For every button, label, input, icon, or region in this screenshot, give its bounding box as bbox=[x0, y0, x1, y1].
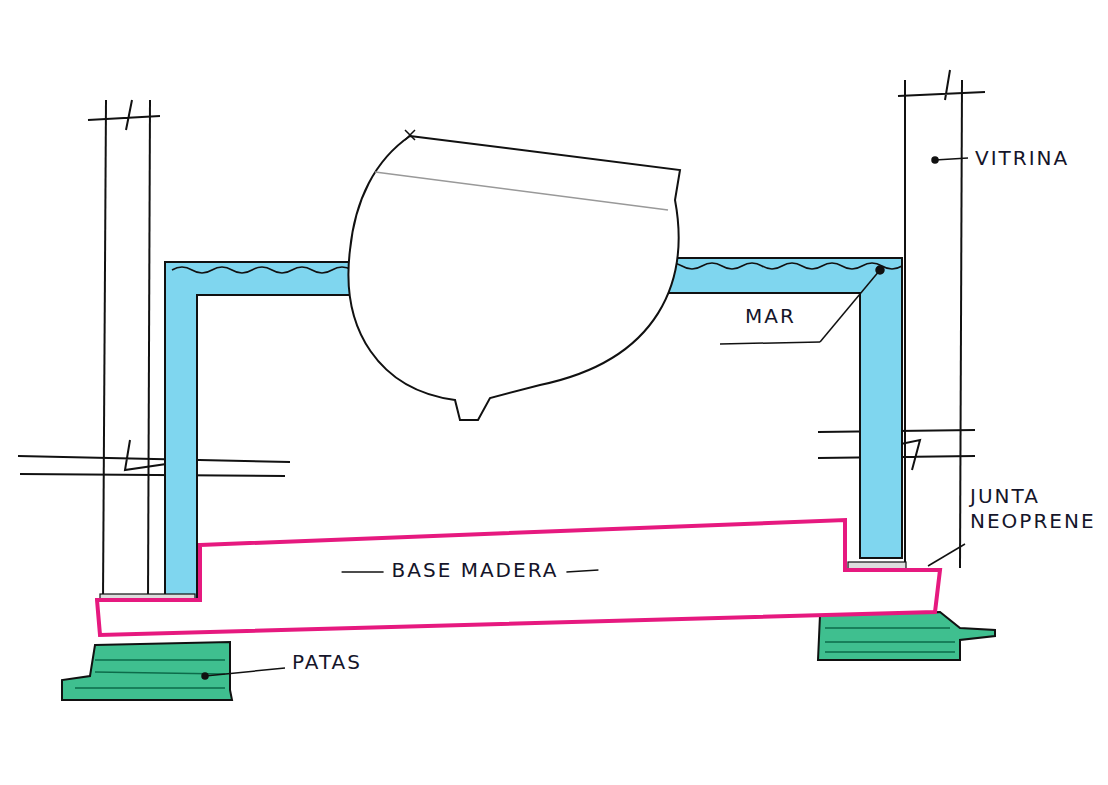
part-label: PATAS bbox=[292, 650, 392, 675]
vitrine-glass-left bbox=[18, 100, 290, 600]
vessel bbox=[348, 130, 680, 420]
wooden-base: BASE MADERA bbox=[95, 515, 945, 640]
label-dash bbox=[566, 570, 598, 572]
part-label: JUNTA NEOPRENE bbox=[970, 484, 1090, 534]
base-label: BASE MADERA bbox=[392, 558, 559, 582]
base-outline-shape bbox=[97, 520, 940, 635]
part-label: VITRINA bbox=[975, 146, 1095, 171]
part-label: MAR bbox=[745, 304, 815, 329]
label-dash bbox=[342, 571, 384, 573]
